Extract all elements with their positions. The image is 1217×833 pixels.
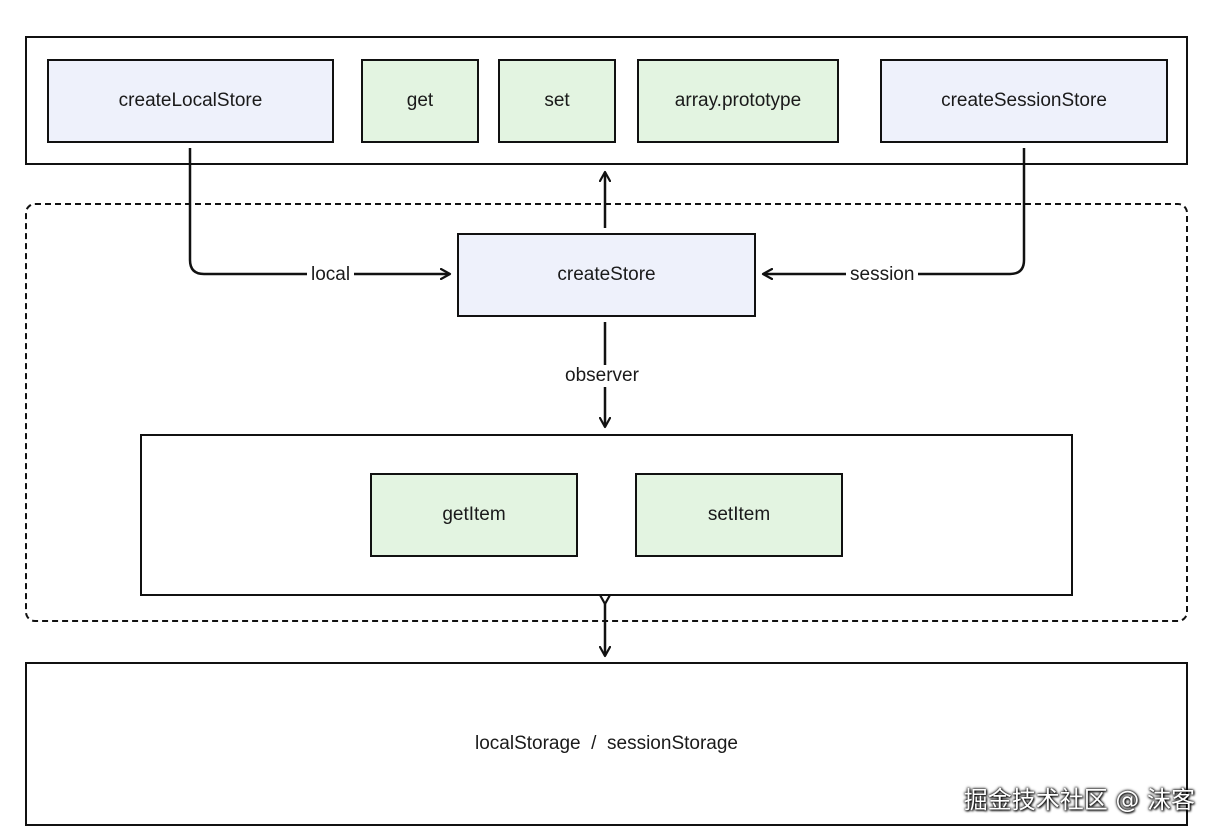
set-node: set [498, 59, 616, 143]
session-edge-label: session [846, 264, 919, 286]
get-item-node: getItem [370, 473, 578, 557]
web-storage-node: localStorage / sessionStorage [25, 662, 1188, 826]
create-store-node: createStore [457, 233, 756, 317]
set-item-label: setItem [707, 504, 771, 525]
create-local-store-label: createLocalStore [118, 90, 263, 111]
array-prototype-label: array.prototype [674, 90, 802, 111]
create-session-store-label: createSessionStore [941, 90, 1107, 111]
local-edge-label: local [307, 264, 355, 286]
array-prototype-node: array.prototype [637, 59, 839, 143]
juejin-watermark: 掘金技术社区 @ 沫客 [963, 786, 1195, 814]
storage-methods-frame [140, 434, 1073, 596]
web-storage-label: localStorage / sessionStorage [475, 733, 738, 754]
session-connector [763, 148, 1026, 274]
get-label: get [406, 90, 434, 111]
set-label: set [544, 90, 570, 111]
create-local-store-node: createLocalStore [47, 59, 334, 143]
create-session-store-node: createSessionStore [880, 59, 1168, 143]
set-item-node: setItem [635, 473, 843, 557]
local-connector [188, 148, 450, 274]
get-item-label: getItem [442, 504, 506, 525]
observer-edge-label: observer [561, 365, 643, 387]
create-store-label: createStore [557, 264, 656, 285]
get-node: get [361, 59, 479, 143]
